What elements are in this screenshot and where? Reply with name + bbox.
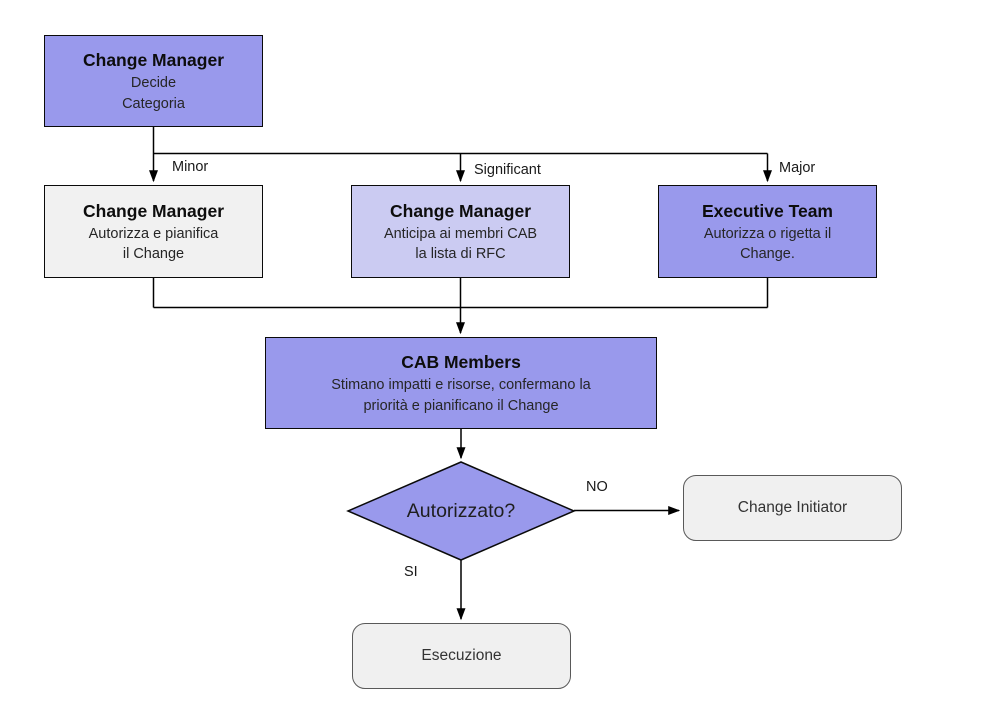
node-text-line2: il Change	[122, 246, 185, 263]
node-executive-team: Executive Team Autorizza o rigetta il Ch…	[658, 185, 877, 278]
node-label: Esecuzione	[421, 647, 502, 664]
decision-diamond	[346, 461, 576, 561]
edge-label-significant: Significant	[474, 162, 541, 178]
node-title: Change Manager	[390, 200, 531, 221]
node-text-line1: Anticipa ai membri CAB	[383, 225, 538, 242]
node-change-manager-decide: Change Manager Decide Categoria	[44, 35, 263, 127]
edge-label-no: NO	[586, 479, 608, 495]
node-text-line2: Categoria	[122, 95, 185, 112]
node-title: Change Manager	[83, 50, 224, 71]
decision-autorizzato-label: Autorizzato?	[406, 499, 516, 522]
node-title: Executive Team	[702, 200, 833, 221]
node-text-line2: la lista di RFC	[415, 246, 506, 263]
node-change-manager-significant: Change Manager Anticipa ai membri CAB la…	[351, 185, 570, 278]
node-text-line1: Autorizza e pianifica	[88, 225, 219, 242]
edge-label-major: Major	[779, 160, 816, 176]
node-label: Change Initiator	[737, 499, 848, 516]
edge-label-si: SI	[404, 564, 418, 580]
edge-label-minor: Minor	[172, 159, 209, 175]
node-text-line1: Stimano impatti e risorse, confermano la	[331, 377, 591, 394]
node-text-line2: Change.	[740, 246, 795, 263]
node-change-initiator: Change Initiator	[683, 475, 902, 541]
node-text-line1: Autorizza o rigetta il	[703, 225, 832, 242]
node-title: Change Manager	[83, 200, 224, 221]
node-text-line1: Decide	[130, 75, 177, 92]
node-title: CAB Members	[401, 352, 521, 373]
node-change-manager-minor: Change Manager Autorizza e pianifica il …	[44, 185, 263, 278]
node-esecuzione: Esecuzione	[352, 623, 571, 689]
node-text-line2: priorità e pianificano il Change	[363, 397, 559, 414]
node-cab-members: CAB Members Stimano impatti e risorse, c…	[265, 337, 657, 429]
